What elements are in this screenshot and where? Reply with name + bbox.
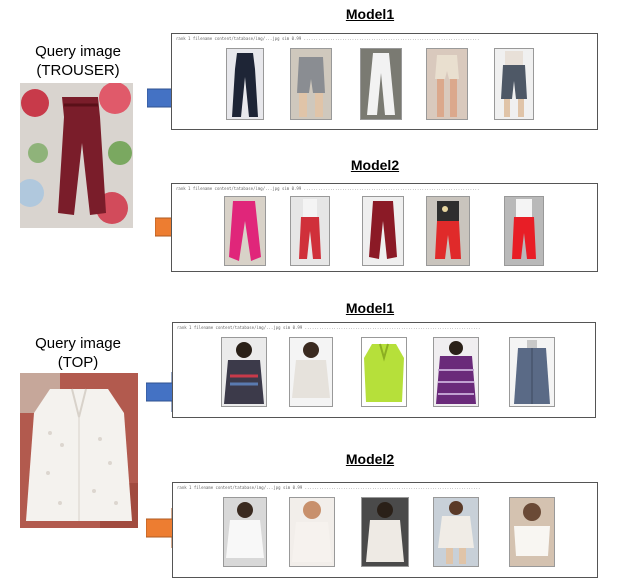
top-model2-title: Model2 [345,451,395,467]
top-query-label-line2: (TOP) [57,354,99,371]
top-model2-result-4 [433,497,479,567]
top-query-label: Query image (TOP) [22,334,134,372]
trouser-model1-header-text: rank 1 filename content/tatabase/img/...… [176,36,480,41]
trouser-model2-header-text: rank 1 filename content/tatabase/img/...… [176,186,480,191]
top-model2-result-1 [223,497,267,567]
trouser-query-label: Query image (TROUSER) [22,42,134,80]
trouser-model1-result-2 [290,48,332,120]
top-model2-result-5 [509,497,555,567]
top-model1-result-3 [361,337,407,407]
top-model1-results-panel: rank 1 filename content/tatabase/img/...… [172,322,596,418]
trouser-model2-result-1 [224,196,266,266]
top-model1-header-text: rank 1 filename content/tatabase/img/...… [177,325,481,330]
trouser-query-label-line2: (TROUSER) [36,62,120,79]
trouser-model2-result-2 [290,196,330,266]
trouser-model2-result-3 [362,196,404,266]
top-model1-result-2 [289,337,333,407]
top-model1-result-5 [509,337,555,407]
trouser-model2-result-5 [504,196,544,266]
top-query-label-line1: Query image [35,335,121,352]
trouser-model1-result-3 [360,48,402,120]
trouser-model1-result-4 [426,48,468,120]
trouser-model1-results-panel: rank 1 filename content/tatabase/img/...… [171,33,598,130]
trouser-model2-title: Model2 [350,157,400,173]
top-model2-result-3 [361,497,409,567]
trouser-model2-results-panel: rank 1 filename content/tatabase/img/...… [171,183,598,272]
top-model2-header-text: rank 1 filename content/tatabase/img/...… [177,485,481,490]
trouser-query-image [20,83,133,228]
trouser-model1-result-1 [226,48,264,120]
top-model1-result-1 [221,337,267,407]
top-query-image [20,373,138,528]
top-model2-result-2 [289,497,335,567]
trouser-model1-title: Model1 [345,6,395,22]
trouser-model2-result-4 [426,196,470,266]
trouser-query-label-line1: Query image [35,43,121,60]
top-model1-result-4 [433,337,479,407]
top-model2-results-panel: rank 1 filename content/tatabase/img/...… [172,482,598,578]
top-model1-title: Model1 [345,300,395,316]
trouser-model1-result-5 [494,48,534,120]
